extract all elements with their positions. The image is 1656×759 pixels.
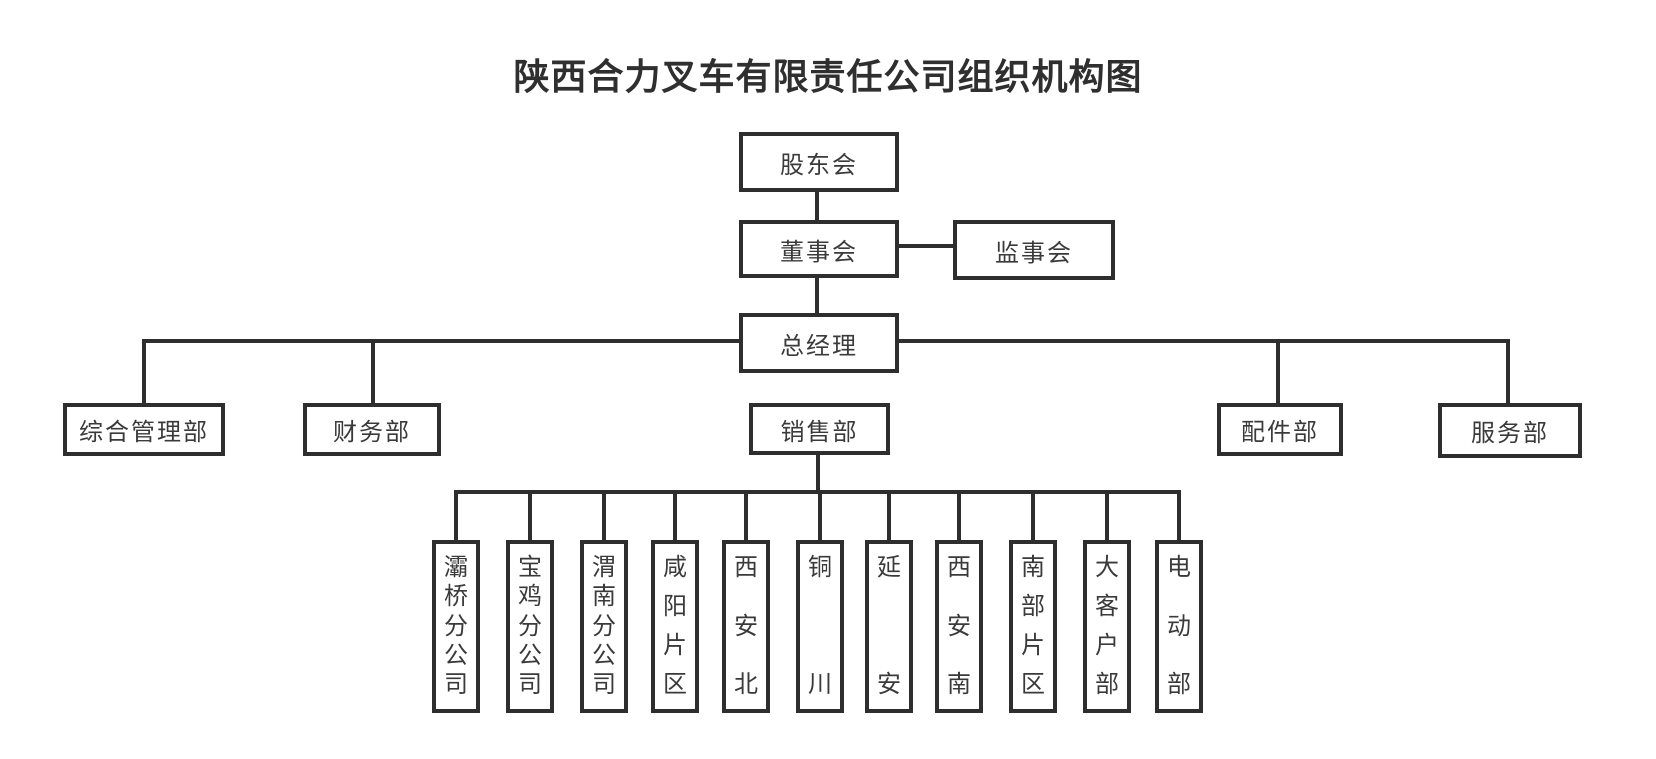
- node-subunit-baoji-branch: 宝鸡分公司: [506, 540, 554, 713]
- chart-title: 陕西合力叉车有限责任公司组织机构图: [513, 56, 1143, 97]
- node-subunit-yanan: 延安: [865, 540, 913, 713]
- connector-drop-subunit: [957, 490, 961, 540]
- connector-sales-subunits-horizontal: [454, 490, 1181, 494]
- node-shareholders-meeting: 股东会: [739, 132, 899, 192]
- node-subunit-key-accounts: 大客户部: [1083, 540, 1131, 713]
- node-general-manager: 总经理: [739, 313, 899, 373]
- connector-drop-service: [1506, 339, 1510, 403]
- node-subunit-electric: 电动部: [1155, 540, 1203, 713]
- connector-drop-parts: [1276, 339, 1280, 403]
- node-subunit-xianyang-area: 咸阳片区: [651, 540, 699, 713]
- node-subunit-xian-south: 西安南: [935, 540, 983, 713]
- connector-drop-subunit: [1031, 490, 1035, 540]
- connector-drop-subunit: [454, 490, 458, 540]
- node-subunit-tongchuan: 铜川: [796, 540, 844, 713]
- connector-board-supervisory: [899, 244, 953, 248]
- connector-drop-subunit: [1105, 490, 1109, 540]
- node-dept-parts: 配件部: [1217, 403, 1343, 456]
- connector-drop-subunit: [673, 490, 677, 540]
- node-supervisory-board: 监事会: [953, 220, 1115, 280]
- node-dept-general-admin: 综合管理部: [63, 403, 225, 456]
- node-dept-sales: 销售部: [749, 403, 890, 455]
- node-board-of-directors: 董事会: [739, 220, 899, 278]
- connector-board-gm: [815, 278, 819, 315]
- connector-drop-subunit: [744, 490, 748, 540]
- connector-drop-general-admin: [142, 339, 146, 403]
- node-dept-service: 服务部: [1438, 403, 1582, 458]
- connector-drop-subunit: [1177, 490, 1181, 540]
- node-subunit-xian-north: 西安北: [722, 540, 770, 713]
- node-subunit-baqiao-branch: 灞桥分公司: [432, 540, 480, 713]
- connector-drop-subunit: [602, 490, 606, 540]
- node-subunit-weinan-branch: 渭南分公司: [580, 540, 628, 713]
- connector-drop-subunit: [528, 490, 532, 540]
- node-subunit-southern-area: 南部片区: [1009, 540, 1057, 713]
- connector-drop-subunit: [818, 490, 822, 540]
- node-dept-finance: 财务部: [303, 403, 441, 456]
- connector-sales-down: [816, 455, 820, 492]
- connector-drop-finance: [371, 339, 375, 403]
- connector-drop-subunit: [887, 490, 891, 540]
- connector-shareholders-board: [815, 192, 819, 222]
